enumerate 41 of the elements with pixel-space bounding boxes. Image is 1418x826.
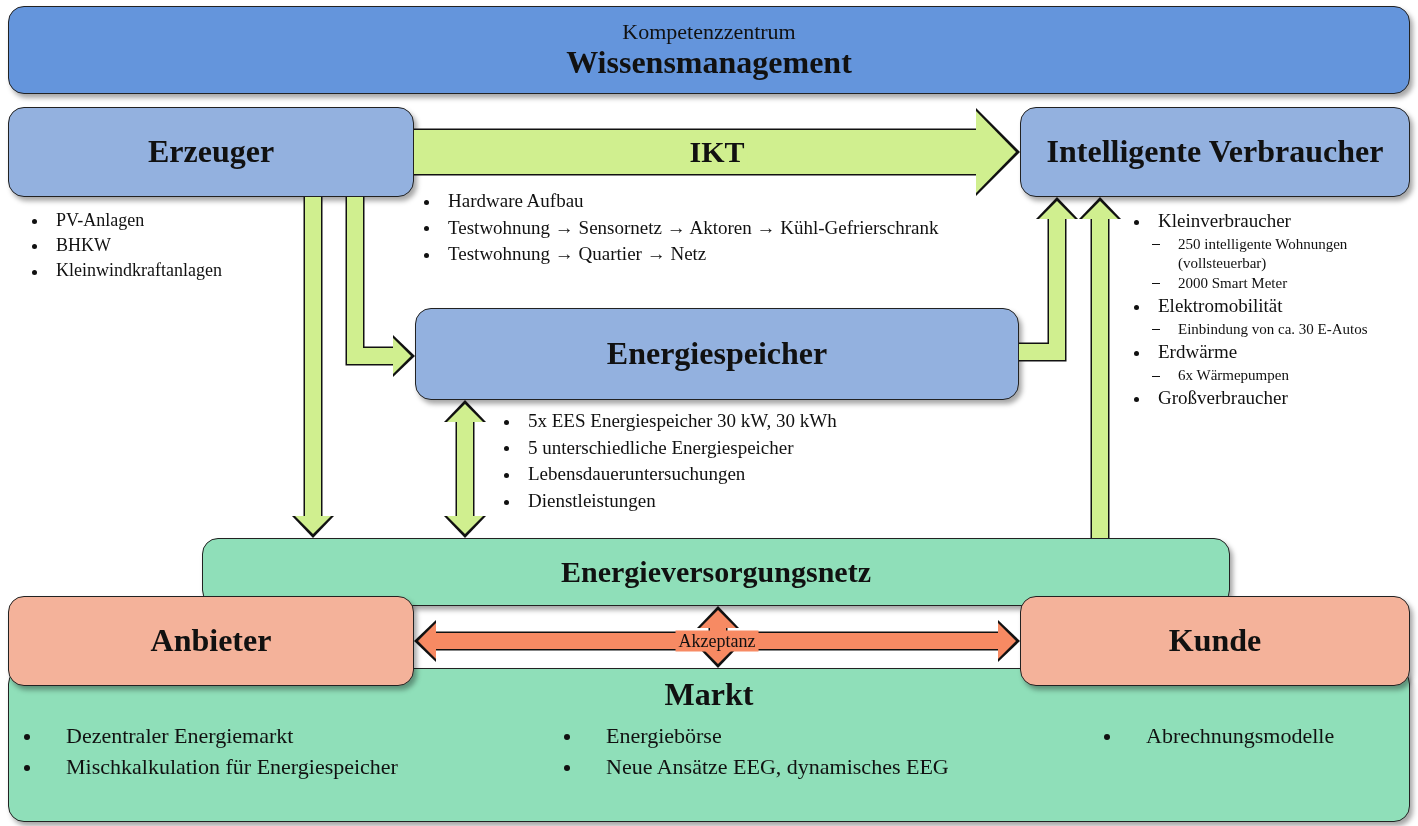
node-title: Energiespeicher — [606, 336, 828, 372]
bullet-item: Energiebörse — [559, 720, 1099, 752]
bullet-item: Elektromobilität — [1130, 293, 1418, 320]
bullet-item: BHKW — [28, 233, 298, 259]
bullet-item: Kleinwindkraftanlagen — [28, 258, 298, 284]
bullet-item: 2000 Smart Meter — [1130, 273, 1418, 294]
node-title: Erzeuger — [147, 134, 275, 170]
bullet-item: Mischkalkulation für Energiespeicher — [19, 751, 559, 783]
bullet-item: 5x EES Energiespeicher 30 kW, 30 kWh — [500, 408, 970, 435]
node-title: Energieversorgungsnetz — [561, 554, 871, 589]
bullet-item: 6x Wärmepumpen — [1130, 365, 1418, 386]
rounded-box — [202, 538, 1230, 606]
bullet-item: Abrechnungsmodelle — [1099, 720, 1399, 752]
rounded-box — [8, 668, 1410, 822]
node-title: Anbieter — [150, 623, 272, 659]
node-title: Markt — [664, 675, 754, 713]
bullet-item: Lebensdaueruntersuchungen — [500, 461, 970, 488]
bullet-item: Kleinverbraucher — [1130, 208, 1418, 235]
bullet-item: PV-Anlagen — [28, 208, 298, 234]
bullet-item: Dezentraler Energiemarkt — [19, 720, 559, 752]
rounded-box — [1020, 596, 1410, 686]
bullet-item: 5 unterschiedliche Energiespeicher — [500, 434, 970, 462]
rounded-box — [8, 107, 414, 197]
bullet-item: Testwohnung → Quartier → Netz — [420, 241, 980, 268]
bullet-item: Neue Ansätze EEG, dynamisches EEG — [559, 751, 1099, 783]
rounded-box — [1020, 107, 1410, 197]
node-title: Intelligente Verbraucher — [1046, 134, 1384, 170]
bullet-item: Großverbraucher — [1130, 385, 1418, 412]
rounded-box — [8, 596, 414, 686]
bullet-item: Testwohnung → Sensornetz → Aktoren → Kühl-Gefrierschrank — [420, 214, 980, 242]
bullet-item: Einbindung von ca. 30 E-Autos — [1130, 319, 1418, 340]
bullet-item: Erdwärme — [1130, 339, 1418, 366]
node-title: Kunde — [1168, 623, 1262, 659]
rounded-box — [415, 308, 1019, 400]
bullet-item: Hardware Aufbau — [420, 188, 980, 215]
node-subtitle: Kompetenzzentrum — [622, 18, 796, 46]
rounded-box — [8, 6, 1410, 94]
node-title: Wissensmanagement — [566, 45, 852, 82]
bullet-item: 250 intelligente Wohnungen (vollsteuerbar) — [1130, 234, 1418, 274]
edge-label: Akzeptanz — [675, 630, 759, 652]
bullet-item: Dienstleistungen — [500, 487, 970, 515]
